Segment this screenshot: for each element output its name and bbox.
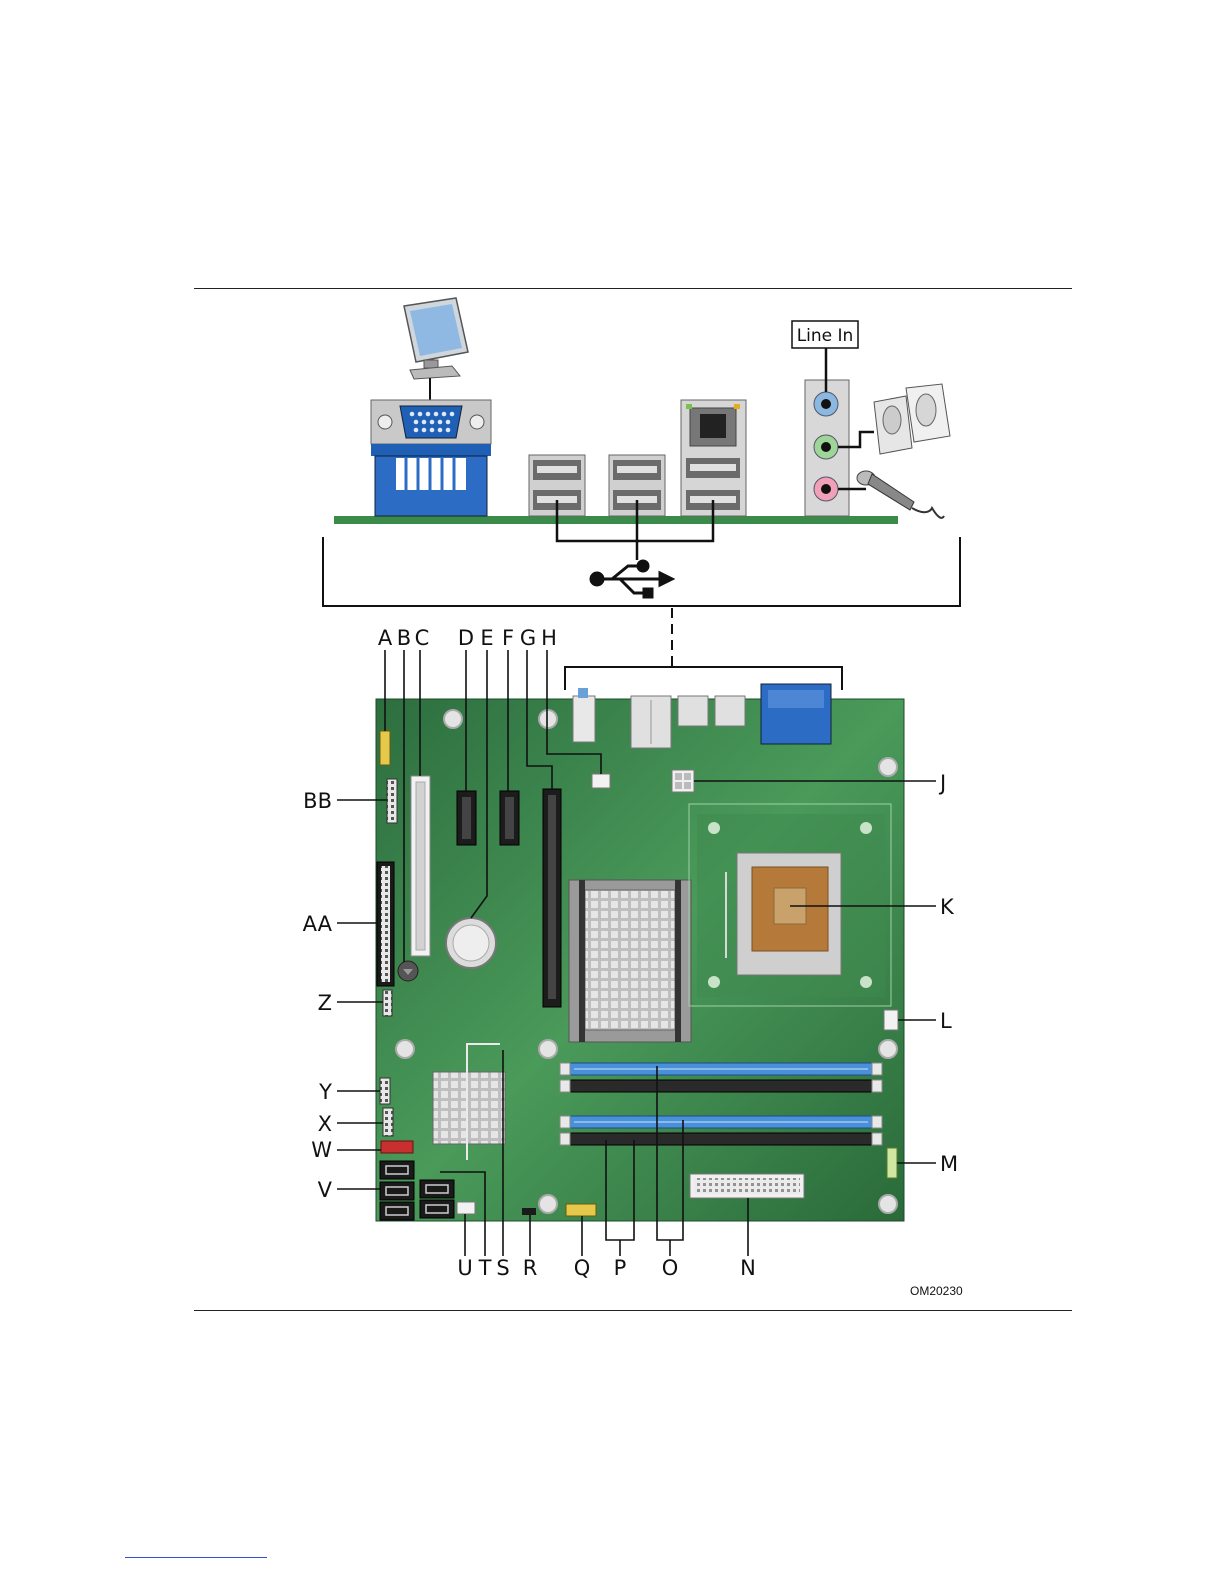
callout-l: L	[940, 1009, 952, 1033]
callouts-left: BB AA Z Y X W V	[303, 789, 333, 1202]
lan-usb-stack-icon	[681, 400, 746, 516]
callout-k: K	[940, 895, 955, 919]
callout-o: O	[662, 1256, 679, 1280]
header-q	[566, 1204, 596, 1216]
callout-w: W	[311, 1138, 332, 1162]
microphone-icon	[857, 471, 944, 518]
callouts-right: J K L M	[938, 771, 958, 1176]
motherboard	[376, 684, 904, 1221]
callout-z: Z	[318, 991, 332, 1015]
callouts-top: A B C D E F G H	[378, 626, 557, 650]
vga-port-icon	[371, 400, 491, 516]
monitor-icon	[404, 298, 468, 405]
footer-link-underline	[125, 1557, 267, 1558]
callout-aa: AA	[303, 912, 333, 936]
callout-r: R	[523, 1256, 538, 1280]
callout-s: S	[496, 1256, 509, 1280]
northbridge-heatsink	[569, 880, 691, 1042]
back-panel-illustration: Line In	[334, 298, 950, 597]
header-z	[383, 990, 392, 1016]
sata-w	[381, 1141, 413, 1153]
fan-header-l	[884, 1010, 898, 1030]
figure-id: OM20230	[910, 1284, 963, 1298]
jumper-r	[522, 1208, 536, 1215]
callout-y: Y	[318, 1080, 332, 1104]
callout-e: E	[480, 626, 493, 650]
southbridge-heatsink	[433, 1072, 505, 1144]
callout-t: T	[478, 1256, 492, 1280]
callout-h: H	[541, 626, 557, 650]
callout-j: J	[938, 771, 946, 795]
callout-a: A	[378, 626, 393, 650]
header-m	[887, 1148, 897, 1178]
header-a	[380, 731, 390, 765]
dimm-slot-4	[560, 1133, 882, 1145]
callouts-bottom: U T S R Q P O N	[457, 1256, 756, 1280]
fan-header-u	[457, 1202, 475, 1214]
back-panel-pcb-strip	[334, 516, 898, 524]
callout-bb: BB	[303, 789, 332, 813]
cpu-socket-k	[689, 804, 891, 1006]
fan-header-h	[592, 774, 610, 788]
usb-symbol-icon	[591, 561, 672, 597]
callout-v: V	[318, 1178, 333, 1202]
callout-m: M	[940, 1152, 958, 1176]
callout-u: U	[457, 1256, 472, 1280]
line-in-label: Line In	[797, 326, 854, 346]
callout-g: G	[520, 626, 536, 650]
header-bb	[387, 779, 397, 823]
callout-f: F	[502, 626, 514, 650]
callout-c: C	[415, 626, 430, 650]
callout-x: X	[318, 1112, 332, 1136]
callout-q: Q	[574, 1256, 591, 1280]
speakers-icon	[874, 384, 950, 454]
header-y	[380, 1078, 390, 1104]
callout-p: P	[614, 1256, 627, 1280]
callout-n: N	[740, 1256, 756, 1280]
dimm-slot-2	[560, 1080, 882, 1092]
callout-b: B	[397, 626, 411, 650]
audio-jacks-icon	[805, 347, 874, 516]
header-x	[383, 1108, 393, 1136]
callout-d: D	[458, 626, 474, 650]
